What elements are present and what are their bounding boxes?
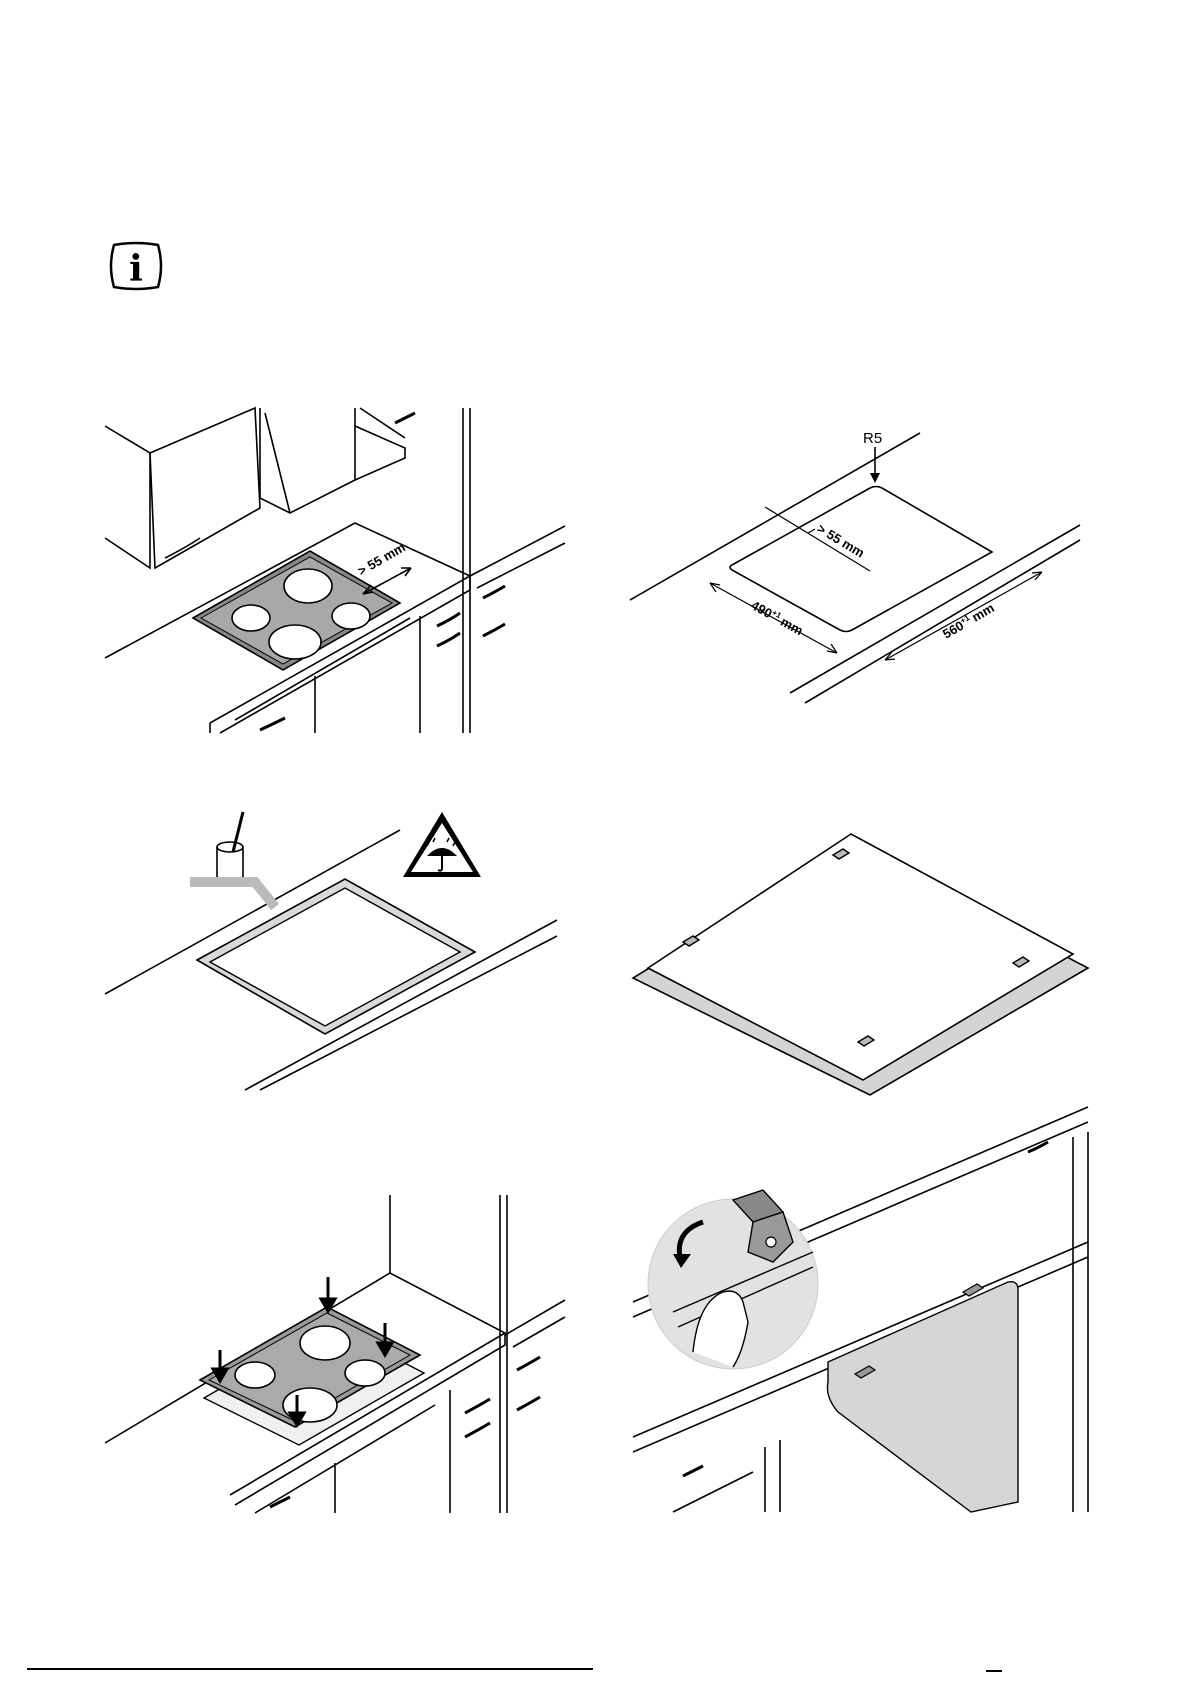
footer-mark — [986, 1670, 1002, 1672]
figure-cutout-dimensions: R5 > 55 mm 490+1mm 560+1mm — [630, 425, 1090, 710]
footer-rule — [27, 1668, 593, 1670]
protect-from-moisture-warning-icon — [403, 812, 481, 877]
figure-hob-underside-clips — [633, 830, 1093, 1105]
figure-hob-clearance: > 55 mm — [105, 408, 575, 733]
depth-unit: mm — [778, 614, 805, 638]
radius-label: R5 — [863, 430, 882, 447]
figure-insert-hob — [105, 1195, 575, 1513]
information-glyph: i — [129, 248, 143, 290]
information-icon: i — [106, 241, 166, 291]
figure-sealant-application — [105, 812, 565, 1097]
figure-clip-detail — [633, 1192, 1093, 1512]
clearance-label: > 55 mm — [355, 539, 408, 578]
depth-value: 490 — [749, 598, 775, 622]
